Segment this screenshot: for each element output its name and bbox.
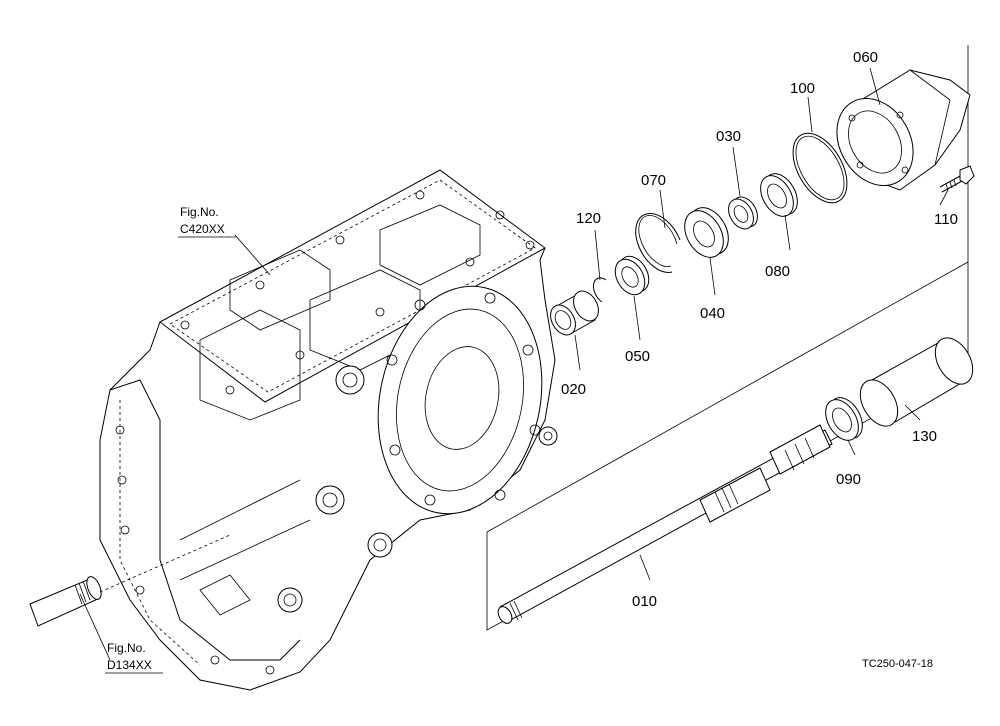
label-080: 080 — [765, 263, 790, 280]
leader-upper-ref — [234, 234, 271, 276]
needle-bearing-part-020 — [550, 290, 599, 336]
figure-reference-lower: Fig.No. D134XX — [105, 641, 163, 674]
label-130: 130 — [912, 428, 937, 445]
shaft-part-010 — [497, 424, 833, 624]
label-050: 050 — [625, 348, 650, 365]
sleeve-part-130 — [859, 337, 974, 427]
label-010: 010 — [632, 593, 657, 610]
ref-upper-label: Fig.No. — [180, 205, 219, 219]
label-060: 060 — [853, 49, 878, 66]
transmission-case — [99, 169, 558, 691]
ref-lower-label: Fig.No. — [107, 641, 146, 655]
part-labels: 060 100 030 070 120 110 080 040 050 020 … — [561, 49, 958, 610]
leader-lower-ref — [79, 593, 111, 661]
bearing-part-080 — [760, 173, 798, 217]
leader-lines — [574, 67, 949, 581]
label-020: 020 — [561, 381, 586, 398]
figure-reference-upper: Fig.No. C420XX — [178, 205, 236, 238]
ref-lower-code: D134XX — [107, 658, 152, 672]
collar-part-030 — [728, 196, 758, 230]
label-100: 100 — [790, 80, 815, 97]
o-ring-inner-edge — [795, 135, 845, 201]
seal-part-090 — [825, 397, 863, 441]
ref-upper-code: C420XX — [180, 222, 225, 236]
input-shaft-stub — [29, 534, 231, 627]
bearing-part-040 — [684, 207, 729, 258]
housing-part-060 — [836, 69, 971, 191]
circlip-part-120 — [592, 277, 607, 303]
label-030: 030 — [716, 128, 741, 145]
bolt-part-110 — [939, 165, 975, 193]
label-120: 120 — [576, 210, 601, 227]
snap-ring-part-070 — [635, 213, 681, 273]
snap-ring-inner-edge — [638, 215, 678, 267]
label-110: 110 — [934, 211, 958, 228]
o-ring-part-100 — [792, 132, 848, 204]
bearing-part-050 — [614, 255, 650, 296]
drawing-code: TC250-047-18 — [862, 658, 933, 670]
label-090: 090 — [836, 471, 861, 488]
label-070: 070 — [641, 172, 666, 189]
label-040: 040 — [700, 305, 725, 322]
